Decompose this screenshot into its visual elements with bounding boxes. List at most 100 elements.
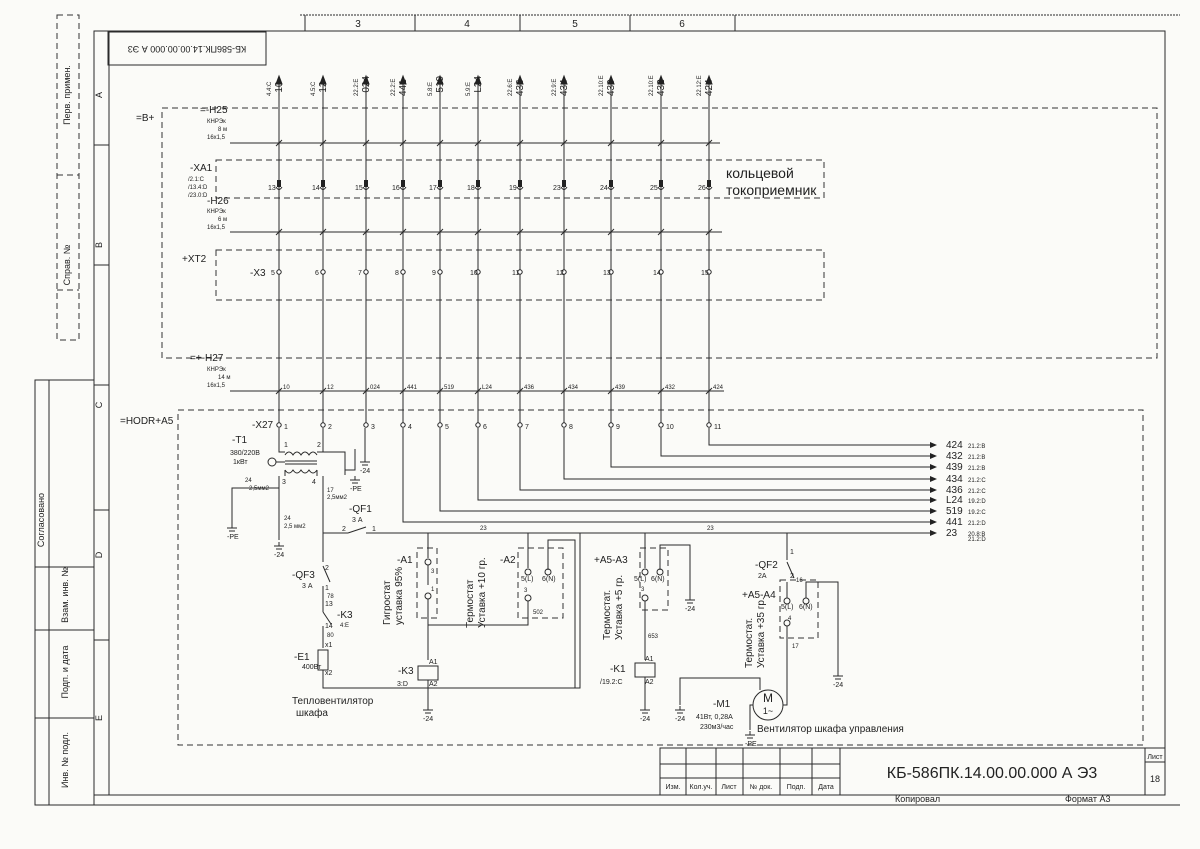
svg-text:3 А: 3 А <box>352 517 363 524</box>
wire-number: 432 <box>656 79 667 96</box>
h27-mark: 441 <box>407 385 418 391</box>
svg-text:4: 4 <box>464 19 470 30</box>
wire-ref: 22.10:E <box>599 75 605 96</box>
wire-number: 434 <box>559 79 570 96</box>
wire-ref: 22.9:E <box>552 79 558 96</box>
h27-mark: 024 <box>370 385 381 391</box>
svg-text:23: 23 <box>480 526 487 532</box>
svg-text:+A5-A4: +A5-A4 <box>742 590 776 601</box>
svg-text:1: 1 <box>284 442 288 449</box>
ground-label: -24 <box>640 716 650 723</box>
output-number: 441 <box>946 517 963 528</box>
svg-text:Копировал: Копировал <box>895 794 940 804</box>
xa1-pin: 23 <box>553 185 561 192</box>
svg-text:3: 3 <box>524 588 528 594</box>
svg-text:380/220В: 380/220В <box>230 450 260 457</box>
title-block: Изм. Кол.уч. Лист № док. Подп. Дата КБ-5… <box>659 747 1166 804</box>
svg-text:16х1,5: 16х1,5 <box>207 225 226 231</box>
svg-text:Уставка +10 гр.: Уставка +10 гр. <box>477 557 488 628</box>
svg-text:-QF1: -QF1 <box>349 504 372 515</box>
wire-number: -L24 <box>473 76 484 96</box>
svg-text:1: 1 <box>431 587 435 593</box>
wire-ref: 4.4:C <box>267 81 273 96</box>
x3-pin: 11 <box>512 270 519 277</box>
contact-k3: -K3 4:E 13 14 80 <box>322 601 353 648</box>
svg-text:1~: 1~ <box>763 706 773 716</box>
svg-text:5(L): 5(L) <box>781 604 793 611</box>
svg-text:2,5мм2: 2,5мм2 <box>327 495 348 501</box>
wire-ref: 4.5:C <box>311 81 317 96</box>
output-number: 439 <box>946 462 963 473</box>
h27-label: =+-H27 <box>190 353 224 364</box>
svg-text:A1: A1 <box>645 656 654 663</box>
wire-ref: 5.8:E <box>428 82 434 96</box>
svg-text:2: 2 <box>790 573 794 580</box>
svg-text:-A2: -A2 <box>500 555 516 566</box>
svg-text:КНРЭк: КНРЭк <box>207 209 226 215</box>
xa1-pin: 25 <box>650 185 658 192</box>
svg-text:Формат А3: Формат А3 <box>1065 794 1110 804</box>
h27-mark: 424 <box>713 385 724 391</box>
svg-text:2,5 мм2: 2,5 мм2 <box>284 524 306 530</box>
svg-text:/2.1:C: /2.1:C <box>188 177 205 183</box>
xa1-pin: 24 <box>600 185 608 192</box>
svg-text:Перв. примен.: Перв. примен. <box>62 65 72 125</box>
h25-label: =-H25 <box>200 105 228 116</box>
svg-text:Термостат.: Термостат. <box>744 618 755 668</box>
svg-text:3: 3 <box>282 479 286 486</box>
x27-pin: 6 <box>483 424 487 431</box>
svg-text:/23.0:D: /23.0:D <box>188 193 208 199</box>
svg-text:M: M <box>763 691 773 705</box>
svg-text:шкафа: шкафа <box>296 707 328 719</box>
output-ref: 19.2:D <box>968 499 986 505</box>
svg-text:Согласовано: Согласовано <box>36 493 46 547</box>
x27-pin: 10 <box>666 424 674 431</box>
output-ref: 21.2:C <box>968 489 986 495</box>
svg-text:1: 1 <box>372 526 376 533</box>
svg-text:№ док.: № док. <box>750 784 772 791</box>
x3-pin: 9 <box>432 270 436 277</box>
svg-text:8 м: 8 м <box>218 127 227 133</box>
h27-mark: 434 <box>568 385 579 391</box>
wire-ref: 5.9:E <box>466 82 472 96</box>
svg-text:Термостат: Термостат <box>465 579 476 628</box>
svg-text:A1: A1 <box>429 659 438 666</box>
xa1-pin: 16 <box>392 185 400 192</box>
output-ref: 21.2:B <box>968 455 985 461</box>
b-plus-label: =B+ <box>136 113 155 124</box>
xa1-label: -XA1 <box>190 163 213 174</box>
svg-text:x2: x2 <box>325 670 333 677</box>
svg-text:24: 24 <box>284 516 291 522</box>
svg-text:4: 4 <box>788 616 792 622</box>
x3-pin: 13 <box>603 270 611 277</box>
svg-text:D: D <box>94 551 104 558</box>
svg-text:3:D: 3:D <box>397 681 408 688</box>
svg-text:Дата: Дата <box>818 784 834 791</box>
rotated-code: КБ-586ПК.14.00.00.000 А Э3 <box>128 44 246 54</box>
x3-pin: 5 <box>271 270 275 277</box>
ground-label: -24 <box>675 716 685 723</box>
heater-e1: -E1 400Вт x1 x2 Тепловентилятор шкафа <box>292 533 581 719</box>
svg-text:-A1: -A1 <box>397 555 413 566</box>
thermostat-a2: -A2 Термостат Уставка +10 гр. 5(L) 6(N) … <box>428 533 576 688</box>
output-number: 519 <box>946 506 963 517</box>
svg-text:-QF3: -QF3 <box>292 570 315 581</box>
svg-text:токоприемник: токоприемник <box>726 182 817 198</box>
svg-text:-QF2: -QF2 <box>755 560 778 571</box>
x27-pin: 1 <box>284 424 288 431</box>
ring-collector-label: кольцевой <box>726 165 794 181</box>
svg-text:Справ. №: Справ. № <box>62 244 72 285</box>
x3-pin: 7 <box>358 270 362 277</box>
wire-ref: 22.2:E <box>391 79 397 96</box>
svg-text:1кВт: 1кВт <box>233 459 248 466</box>
output-number: 432 <box>946 451 963 462</box>
output-number: 436 <box>946 485 963 496</box>
svg-text:-M1: -M1 <box>713 699 731 710</box>
document-code: КБ-586ПК.14.00.00.000 А Э3 <box>887 765 1098 782</box>
wire-number: 439 <box>606 79 617 96</box>
x3-pin: 10 <box>470 270 478 277</box>
svg-text:-E1: -E1 <box>294 652 310 663</box>
svg-text:/19.2:C: /19.2:C <box>600 679 623 686</box>
svg-text:C: C <box>94 401 104 408</box>
